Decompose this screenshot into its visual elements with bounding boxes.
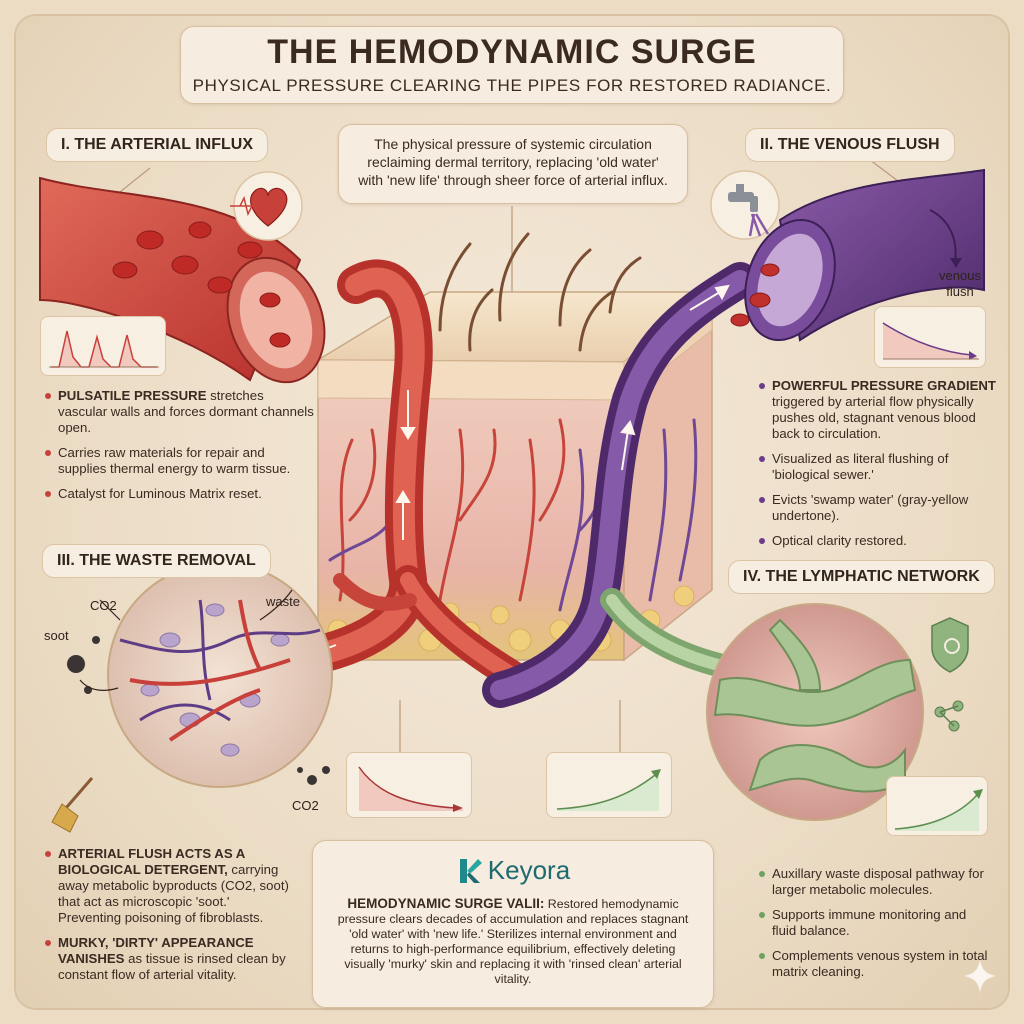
bullet-text: carrying away metabolic byproducts (CO2,… — [58, 862, 289, 925]
venous-flush-label: venous flush — [939, 268, 981, 299]
arterial-bullet: Catalyst for Luminous Matrix reset. — [44, 486, 314, 502]
summary-text: HEMODYNAMIC SURGE VALII: Restored hemody… — [331, 896, 695, 987]
co2-label-bottom: CO2 — [292, 798, 319, 813]
venous-bullet: POWERFUL PRESSURE GRADIENT triggered by … — [758, 378, 1004, 442]
bullet-emphasis: PULSATILE PRESSURE — [58, 388, 207, 403]
section-title-arterial: I. THE ARTERIAL INFLUX — [46, 128, 268, 162]
bullet-text: Visualized as literal flushing of 'biolo… — [772, 451, 949, 482]
waste-label: waste — [266, 594, 300, 609]
venous-bullets: POWERFUL PRESSURE GRADIENT triggered by … — [758, 378, 1004, 558]
venous-bullet: Evicts 'swamp water' (gray-yellow undert… — [758, 492, 1004, 524]
lymphatic-bullet: Complements venous system in total matri… — [758, 948, 988, 980]
summary-panel: Keyora HEMODYNAMIC SURGE VALII: Restored… — [312, 840, 714, 1008]
soot-label: soot — [44, 628, 69, 643]
bullet-emphasis: ARTERIAL FLUSH ACTS AS A BIOLOGICAL DETE… — [58, 846, 245, 877]
waste-bullets: ARTERIAL FLUSH ACTS AS A BIOLOGICAL DETE… — [44, 846, 294, 992]
venous-decline-chart — [874, 306, 986, 368]
lymphatic-bullet: Auxillary waste disposal pathway for lar… — [758, 866, 988, 898]
pulse-chart — [40, 316, 166, 376]
bullet-text: Optical clarity restored. — [772, 533, 907, 548]
page-subtitle: PHYSICAL PRESSURE CLEARING THE PIPES FOR… — [192, 76, 832, 95]
arterial-bullets: PULSATILE PRESSURE stretches vascular wa… — [44, 388, 314, 511]
bullet-emphasis: POWERFUL PRESSURE GRADIENT — [772, 378, 996, 393]
bullet-text: Complements venous system in total matri… — [772, 948, 988, 979]
venous-bullet: Optical clarity restored. — [758, 533, 1004, 549]
section-title-venous: II. THE VENOUS FLUSH — [745, 128, 955, 162]
bullet-text: Catalyst for Luminous Matrix reset. — [58, 486, 262, 501]
summary-body: Restored hemodynamic pressure clears dec… — [337, 897, 689, 986]
section-title-lymphatic: IV. THE LYMPHATIC NETWORK — [728, 560, 995, 594]
bullet-text: as tissue is rinsed clean by constant fl… — [58, 951, 286, 982]
bullet-text: Supports immune monitoring and fluid bal… — [772, 907, 967, 938]
arterial-bullet: Carries raw materials for repair and sup… — [44, 445, 314, 477]
waste-decline-chart — [346, 752, 472, 818]
page-title: THE HEMODYNAMIC SURGE — [267, 33, 757, 71]
intro-text: The physical pressure of systemic circul… — [338, 124, 688, 204]
bullet-text: triggered by arterial flow physically pu… — [772, 394, 976, 441]
waste-bullet: ARTERIAL FLUSH ACTS AS A BIOLOGICAL DETE… — [44, 846, 294, 926]
bullet-text: Auxillary waste disposal pathway for lar… — [772, 866, 984, 897]
venous-bullet: Visualized as literal flushing of 'biolo… — [758, 451, 1004, 483]
lymphatic-bullets: Auxillary waste disposal pathway for lar… — [758, 866, 988, 989]
co2-label-top: CO2 — [90, 598, 117, 613]
bullet-text: Evicts 'swamp water' (gray-yellow undert… — [772, 492, 969, 523]
brand: Keyora — [331, 855, 695, 886]
keyora-logo-icon — [459, 858, 482, 883]
title-panel: THE HEMODYNAMIC SURGE PHYSICAL PRESSURE … — [180, 26, 844, 104]
arterial-bullet: PULSATILE PRESSURE stretches vascular wa… — [44, 388, 314, 436]
summary-heading: HEMODYNAMIC SURGE VALII: — [347, 896, 545, 911]
bullet-emphasis: MURKY, 'DIRTY' APPEARANCE VANISHES — [58, 935, 254, 966]
brand-name: Keyora — [487, 855, 571, 885]
section-title-waste: III. THE WASTE REMOVAL — [42, 544, 271, 578]
bullet-text: Carries raw materials for repair and sup… — [58, 445, 291, 476]
lymph-rise-chart — [886, 776, 988, 836]
waste-bullet: MURKY, 'DIRTY' APPEARANCE VANISHES as ti… — [44, 935, 294, 983]
clarity-rise-chart — [546, 752, 672, 818]
lymphatic-bullet: Supports immune monitoring and fluid bal… — [758, 907, 988, 939]
bullet-text: stretches vascular walls and forces dorm… — [58, 388, 314, 435]
